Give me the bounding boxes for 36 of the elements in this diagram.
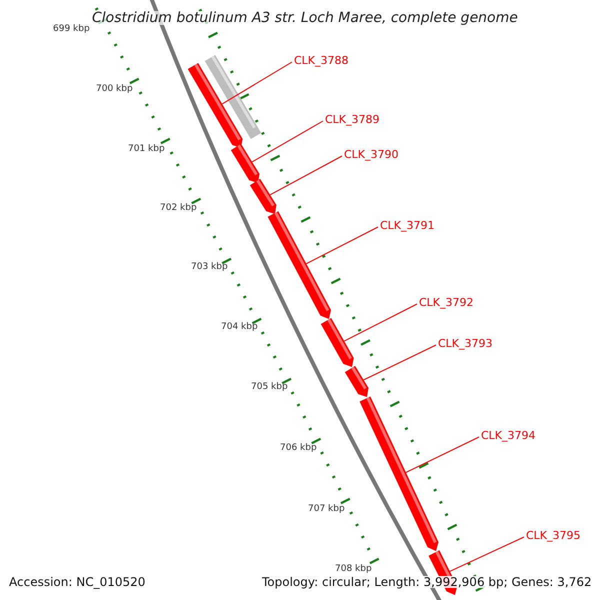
scale-label: 700 kbp (96, 85, 133, 94)
gene-feature (320, 318, 354, 367)
leader-line (363, 344, 436, 380)
scale-label: 706 kbp (280, 444, 317, 453)
scale-label: 701 kbp (128, 145, 165, 154)
leader-line (449, 536, 524, 572)
leader-line (270, 156, 342, 196)
gene-label: CLK_3788 (294, 55, 349, 66)
leader-line (222, 62, 292, 104)
accession-text: Accession: NC_010520 (9, 576, 146, 588)
leader-line (405, 436, 480, 473)
scale-label: 703 kbp (191, 263, 228, 272)
scale-label: 704 kbp (221, 323, 258, 332)
gene-label: CLK_3792 (419, 297, 474, 308)
gene-label: CLK_3795 (526, 530, 581, 541)
gene-block (204, 55, 262, 139)
gene-label: CLK_3791 (380, 220, 435, 231)
scale-label: 708 kbp (335, 565, 372, 574)
gene-label: CLK_3789 (325, 114, 380, 125)
gene-label: CLK_3794 (481, 430, 536, 441)
summary-text: Topology: circular; Length: 3,992,906 bp; Genes: 3,762 (262, 576, 592, 588)
gene-feature (360, 396, 438, 551)
gene-label: CLK_3793 (438, 338, 493, 349)
gene-feature (250, 178, 276, 214)
scale-label: 707 kbp (308, 505, 345, 514)
gene-feature (230, 144, 260, 183)
scale-label: 702 kbp (160, 204, 197, 213)
gene-feature (268, 211, 331, 319)
gene-feature (344, 366, 368, 397)
leader-line (344, 304, 418, 342)
scale-label: 705 kbp (251, 383, 288, 392)
leader-line (306, 226, 378, 264)
gene-label: CLK_3790 (344, 149, 399, 160)
title: Clostridium botulinum A3 str. Loch Maree, complete genome (92, 11, 518, 25)
leader-line (252, 120, 324, 162)
scale-label: 699 kbp (53, 25, 90, 34)
